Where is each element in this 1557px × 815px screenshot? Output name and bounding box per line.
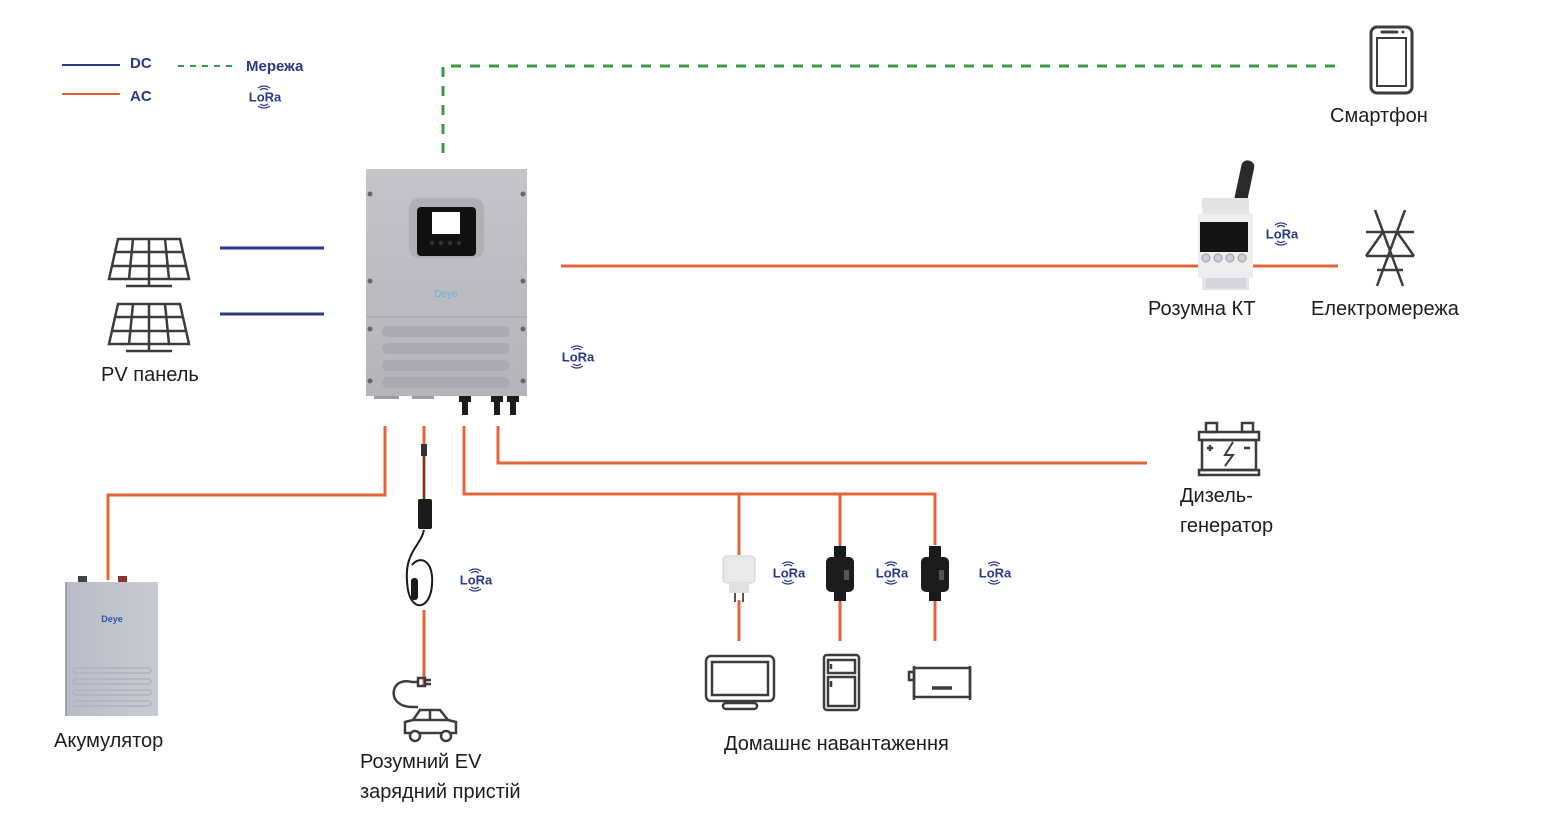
lora-wave-icon: LoRa (1266, 222, 1299, 246)
smart-switch-device-2 (921, 546, 949, 601)
battery-brand-logo: Deye (101, 614, 123, 624)
fridge-icon (822, 653, 861, 712)
air-conditioner-icon (907, 666, 972, 700)
smart-meter-label: Розумна КТ (1148, 298, 1256, 320)
network-link (441, 64, 1340, 153)
battery-device: Deye (65, 576, 158, 716)
battery-label: Акумулятор (54, 730, 164, 752)
grid-label: Електромережа (1311, 298, 1459, 320)
ac-lines (106, 264, 1338, 685)
legend-ac-label: AC (130, 88, 152, 105)
pv-label: PV панель (101, 364, 199, 386)
legend-network-label: Мережа (246, 58, 304, 75)
svg-text:LoRa: LoRa (249, 90, 282, 105)
ac-line-generator (496, 426, 1147, 465)
smart-plug-device (722, 555, 756, 602)
generator-label-line2: генератор (1180, 515, 1274, 537)
svg-text:LoRa: LoRa (1266, 227, 1299, 242)
svg-text:LoRa: LoRa (773, 566, 806, 581)
generator-label-line1: Дизель- (1180, 485, 1253, 507)
smart-meter-device (1198, 160, 1255, 290)
ac-line-battery (106, 426, 387, 580)
lora-wave-icon: LoRa (876, 561, 909, 585)
inverter-brand-logo: Deye (434, 289, 458, 300)
svg-text:LoRa: LoRa (562, 350, 595, 365)
lora-wave-icon: LoRa (979, 561, 1012, 585)
lora-badge-ev-charger: LoRa (456, 565, 496, 595)
smart-switch-device-1 (826, 546, 854, 601)
power-tower-icon (1364, 209, 1416, 287)
lora-badge-smart-meter: LoRa (1262, 219, 1302, 249)
legend-lora-badge: LoRa (245, 82, 285, 112)
ev-charger-device (405, 444, 434, 607)
lora-badge-load3: LoRa (975, 558, 1015, 588)
svg-text:LoRa: LoRa (876, 566, 909, 581)
solar-panel-icon (107, 237, 191, 353)
tv-icon (704, 654, 776, 711)
lora-badge-load2: LoRa (872, 558, 912, 588)
lora-wave-icon: LoRa (460, 568, 493, 592)
legend (62, 64, 232, 95)
generator-battery-icon (1197, 421, 1261, 477)
home-loads-label: Домашнє навантаження (724, 733, 949, 755)
lora-wave-icon: LoRa (249, 85, 282, 109)
smartphone-label: Смартфон (1330, 105, 1428, 127)
smartphone-icon (1369, 25, 1414, 95)
ev-label-line2: зарядний пристій (360, 781, 521, 803)
hybrid-inverter-device: Deye (366, 169, 527, 415)
lora-wave-icon: LoRa (773, 561, 806, 585)
lora-wave-icon: LoRa (562, 345, 595, 369)
svg-text:LoRa: LoRa (460, 573, 493, 588)
legend-dc-label: DC (130, 55, 152, 72)
lora-badge-load1: LoRa (769, 558, 809, 588)
ev-label-line1: Розумний EV (360, 751, 482, 773)
ev-car-icon (392, 676, 458, 743)
ac-line-loads-bus (462, 426, 937, 545)
svg-text:LoRa: LoRa (979, 566, 1012, 581)
lora-badge-inverter: LoRa (558, 342, 598, 372)
